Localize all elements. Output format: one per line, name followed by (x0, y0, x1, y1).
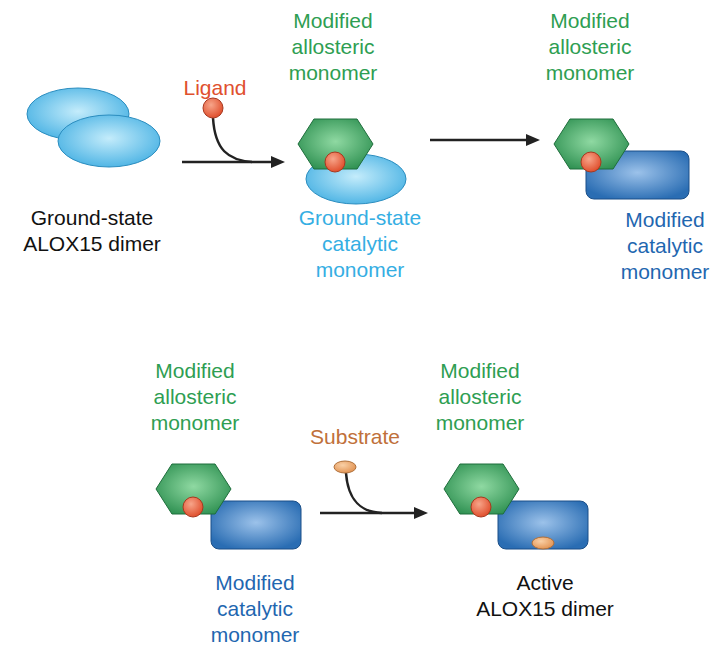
monomer-label: Modified allosteric monomer (139, 358, 251, 436)
monomer-label: Active ALOX15 dimer (475, 570, 615, 622)
bound-ligand (471, 497, 491, 517)
shape-outline (553, 118, 630, 170)
shape-outline (443, 463, 520, 515)
allosteric-monomer-hexagon: Modified allosteric monomer (155, 463, 232, 515)
reaction-arrow (430, 134, 540, 146)
monomer-label: Ground-state catalytic monomer (290, 205, 430, 283)
hexagon-outline (554, 119, 629, 169)
monomer-label: Modified allosteric monomer (277, 8, 389, 86)
arrow-head (526, 134, 540, 146)
arrow-shaft (320, 512, 416, 515)
arrow-head (414, 507, 428, 519)
ellipse-outline (306, 154, 406, 204)
monomer-label: Modified allosteric monomer (424, 358, 536, 436)
shape-outline (25, 85, 162, 170)
monomer-label: Modified allosteric monomer (534, 8, 646, 86)
reaction-arrow (182, 156, 285, 168)
shape-outline (297, 118, 374, 170)
substrate-symbol (334, 461, 356, 473)
ligand-label: Ligand (165, 75, 265, 101)
bound-ligand (325, 152, 345, 172)
monomer-label: Modified catalytic monomer (609, 207, 721, 285)
monomer-label: Ground-state ALOX15 dimer (12, 205, 172, 257)
bound-ligand (581, 152, 601, 172)
shape-outline (155, 463, 232, 515)
arrow-shaft (430, 139, 528, 142)
allosteric-monomer-hexagon: Modified allosteric monomer (297, 118, 374, 170)
ligand-symbol (203, 98, 223, 118)
catalytic-monomer-box: Active ALOX15 dimer (497, 500, 589, 550)
allosteric-monomer-hexagon: Modified allosteric monomer (443, 463, 520, 515)
arrow-shaft (182, 161, 273, 164)
allosteric-monomer-hexagon: Modified allosteric monomer (553, 118, 630, 170)
shape-outline (497, 500, 589, 550)
substrate-joining-curve (346, 473, 382, 513)
bound-ligand (183, 497, 203, 517)
dimer-shape: Ground-state ALOX15 dimer (25, 85, 162, 170)
shape-outline (210, 500, 302, 550)
hexagon-outline (444, 464, 519, 514)
catalytic-monomer-box: Modified catalytic monomer (210, 500, 302, 550)
arrow-head (271, 156, 285, 168)
hexagon-outline (298, 119, 373, 169)
rounded-rect-outline (498, 501, 588, 549)
rounded-rect-outline (211, 501, 301, 549)
hexagon-outline (156, 464, 231, 514)
rounded-rect-outline (586, 151, 689, 199)
substrate-label: Substrate (295, 424, 415, 450)
bound-substrate (532, 537, 554, 549)
ligand-joining-curve (213, 118, 252, 162)
monomer-label: Modified catalytic monomer (199, 570, 311, 648)
reaction-arrow (320, 507, 428, 519)
monomer-ellipse (58, 115, 160, 167)
